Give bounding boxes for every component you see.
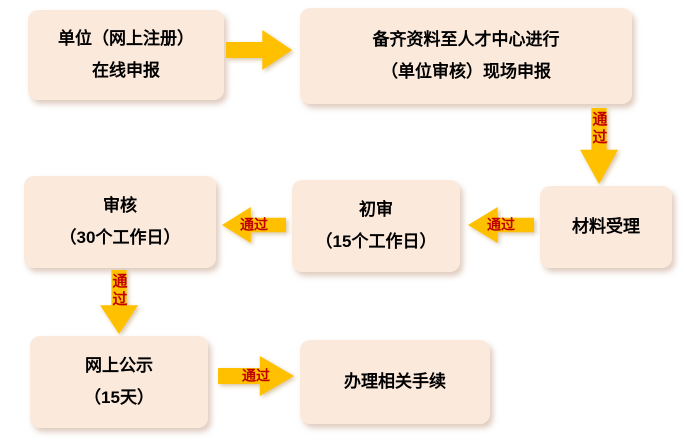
node-text-line: （30个工作日） bbox=[59, 228, 181, 247]
node-text-line: 材料受理 bbox=[572, 216, 640, 236]
connector-acceptance-to-initial-review: 通过 bbox=[468, 207, 534, 243]
pass-label: 通过 bbox=[242, 367, 270, 384]
node-unit-register: 单位（网上注册） 在线申报 bbox=[28, 10, 224, 100]
node-text-line: 在线申报 bbox=[92, 61, 160, 80]
node-text-line: 备齐资料至人才中心进行 bbox=[372, 29, 560, 49]
node-material-acceptance: 材料受理 bbox=[540, 186, 672, 268]
connector-review-to-publicity: 通过 bbox=[100, 270, 138, 334]
node-review: 审核 （30个工作日） bbox=[24, 176, 216, 268]
pass-label: 通过 bbox=[590, 111, 608, 147]
node-handle-procedures: 办理相关手续 bbox=[300, 340, 490, 424]
connector-initial-review-to-review: 通过 bbox=[222, 207, 286, 243]
node-text-line: （15天） bbox=[84, 388, 154, 407]
pass-label: 通过 bbox=[487, 216, 515, 233]
node-text-line: （15个工作日） bbox=[315, 232, 437, 251]
connector-declare-to-acceptance: 通过 bbox=[580, 108, 618, 184]
connector-register-to-declare bbox=[226, 30, 292, 70]
node-text-line: 网上公示 bbox=[85, 355, 153, 375]
node-text-line: 审核 bbox=[103, 195, 137, 215]
pass-label: 通过 bbox=[240, 216, 268, 233]
node-onsite-declare: 备齐资料至人才中心进行 （单位审核）现场申报 bbox=[300, 8, 632, 104]
arrow-right-icon bbox=[226, 30, 292, 70]
node-text-line: 办理相关手续 bbox=[344, 371, 446, 391]
node-initial-review: 初审 （15个工作日） bbox=[292, 180, 460, 272]
node-text-line: 单位（网上注册） bbox=[58, 28, 194, 48]
pass-label: 通过 bbox=[110, 273, 128, 309]
node-text-line: （单位审核）现场申报 bbox=[381, 62, 551, 81]
connector-publicity-to-procedures: 通过 bbox=[218, 356, 294, 396]
node-online-publicity: 网上公示 （15天） bbox=[30, 336, 208, 428]
node-text-line: 初审 bbox=[359, 199, 393, 219]
